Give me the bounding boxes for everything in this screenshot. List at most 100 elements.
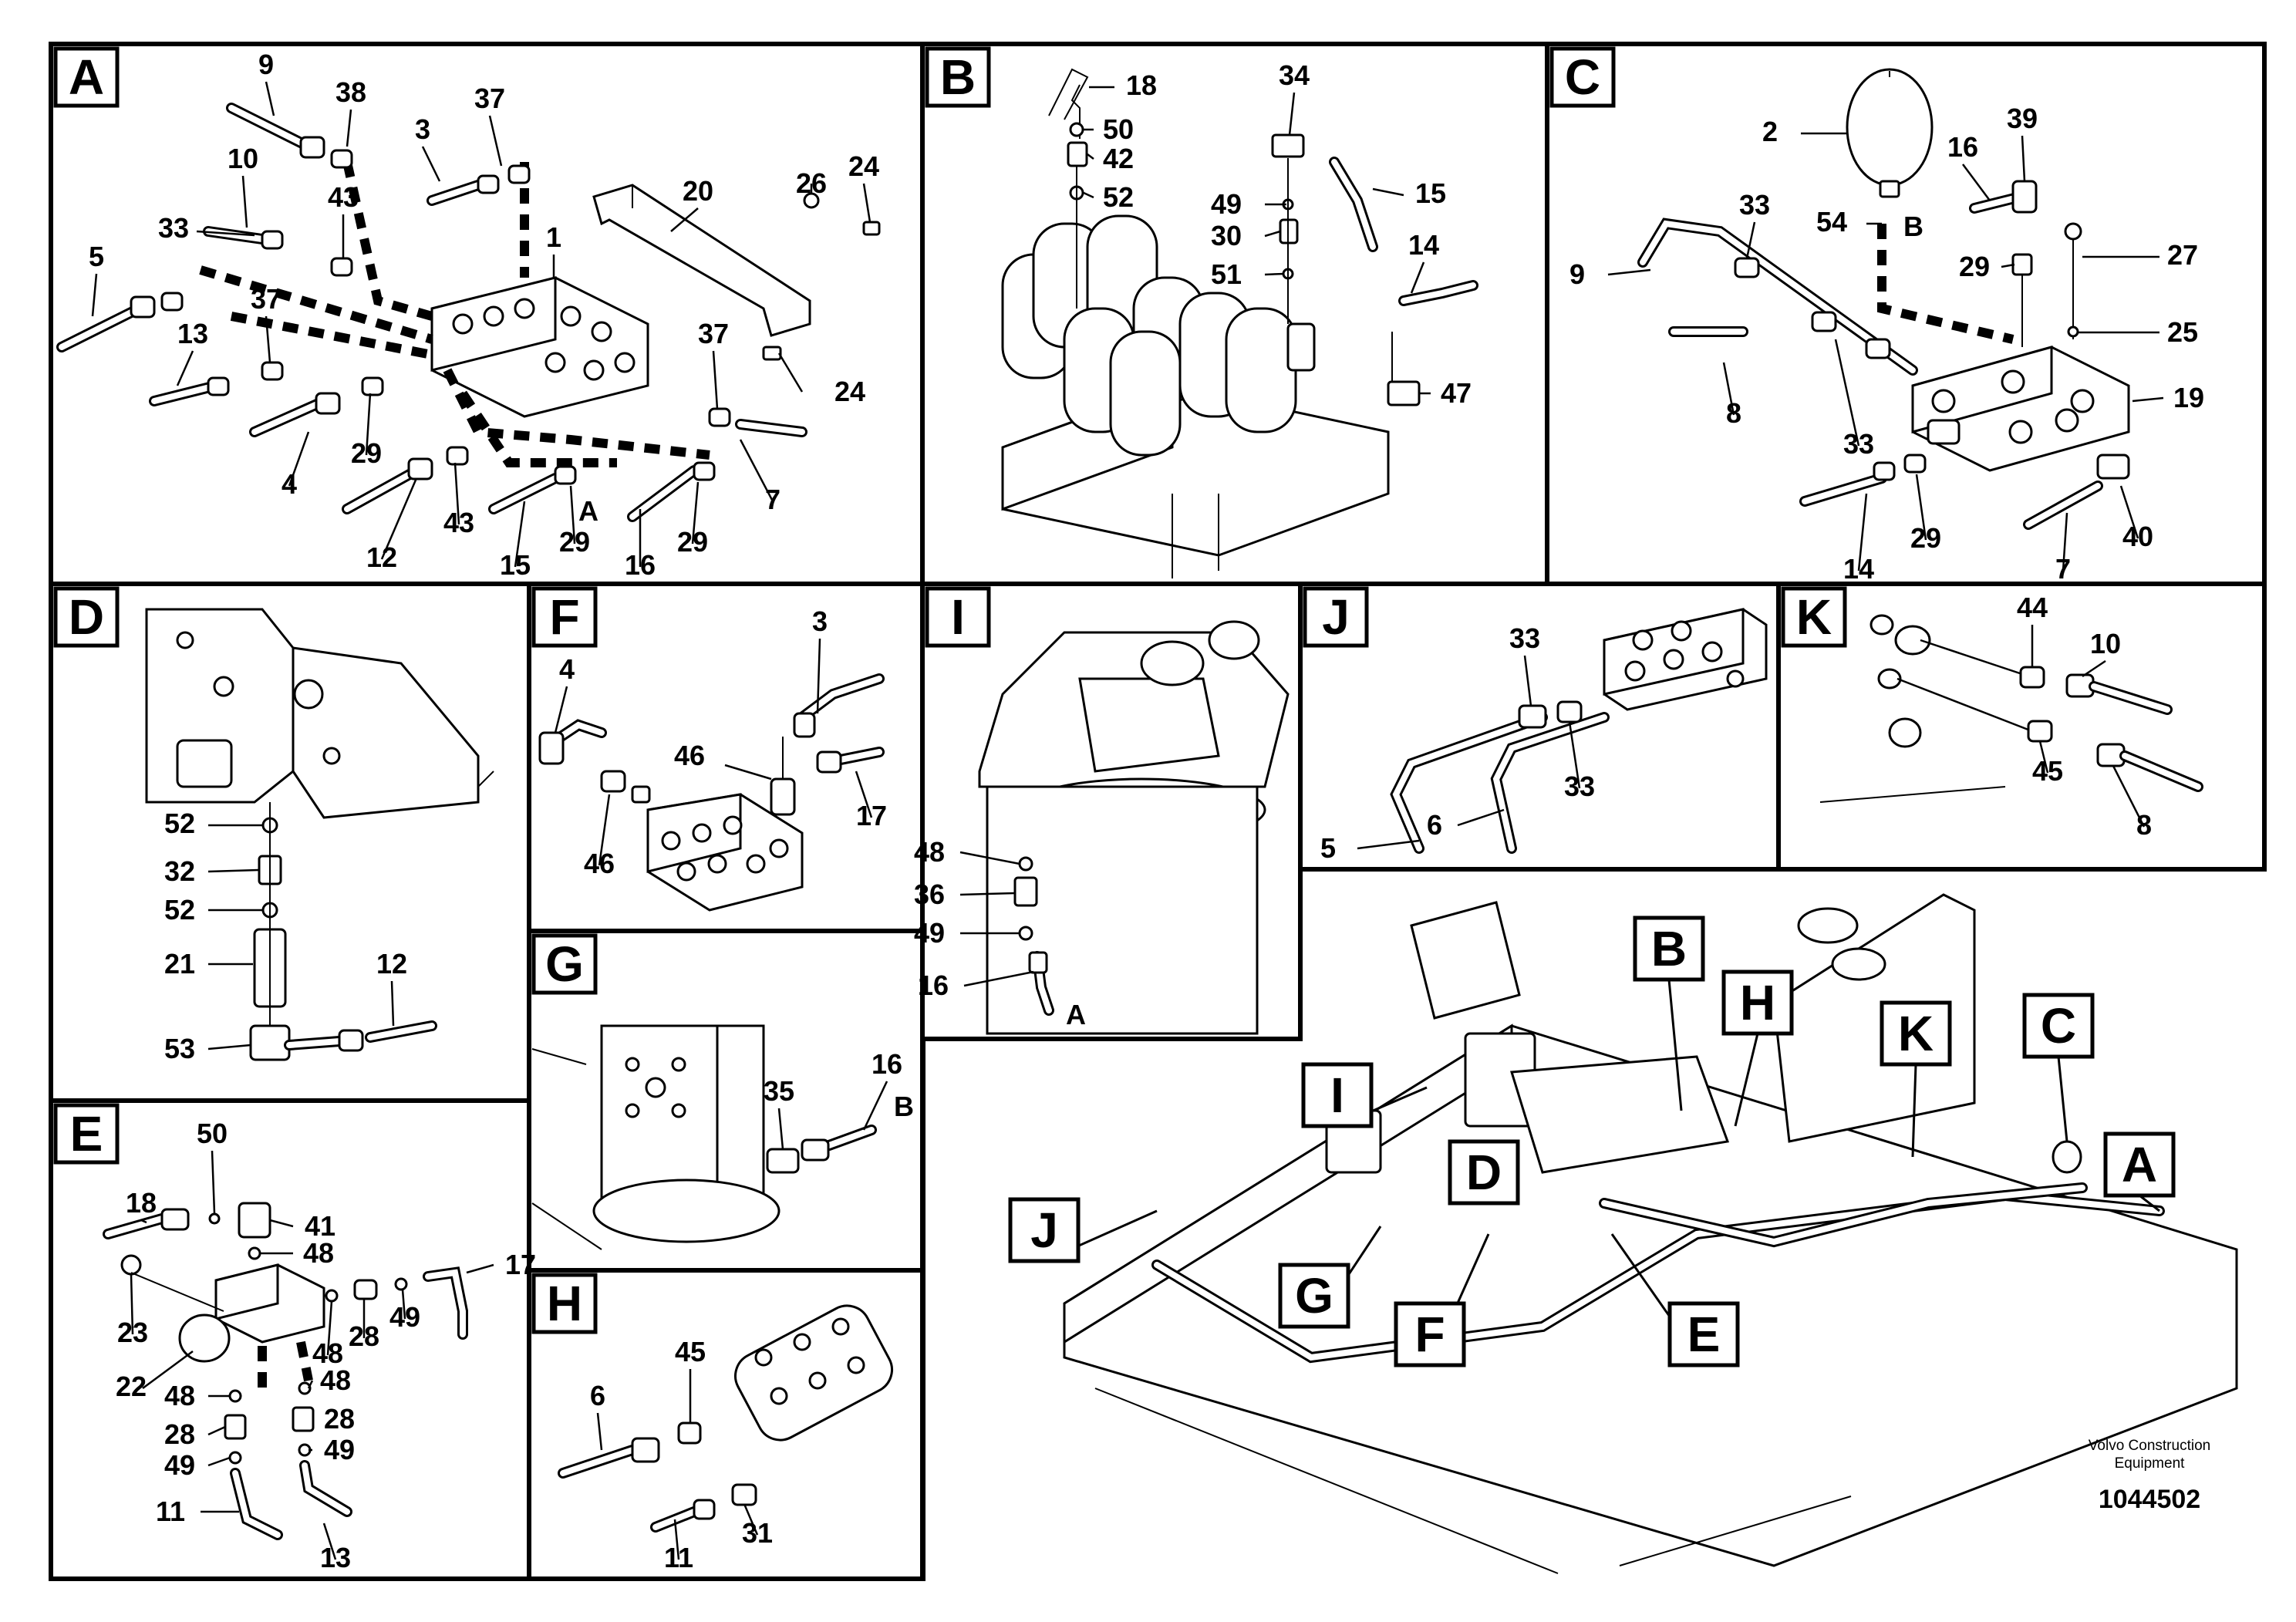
- part-number-c: 54: [1816, 206, 1847, 238]
- overview-tag-b: B: [1651, 921, 1687, 976]
- part-number-e: 22: [116, 1371, 147, 1402]
- overview-tag-f: F: [1414, 1307, 1445, 1362]
- overview-drawing: [1063, 893, 2238, 1574]
- leader-line: [724, 764, 772, 781]
- part-number-e: 28: [349, 1320, 379, 1352]
- part-number-c: 9: [1569, 258, 1585, 290]
- leader-line: [241, 175, 248, 228]
- part-number-g: 16: [872, 1048, 902, 1080]
- overview-tag-e: E: [1687, 1307, 1721, 1362]
- panel-f-drawing: [538, 673, 885, 912]
- panel-tag-d: D: [53, 586, 120, 648]
- overview-tag-box: [1448, 1139, 1520, 1206]
- leader-line: [1087, 153, 1094, 160]
- panel-tags: A B C D E F G H I J K: [53, 46, 1847, 1334]
- part-number-e: 23: [117, 1317, 148, 1348]
- leader-line: [322, 1523, 337, 1560]
- part-number-j: 33: [1564, 771, 1595, 802]
- part-number-d: 21: [164, 948, 195, 980]
- overview-tag-box: [1721, 969, 1794, 1036]
- part-number-b: 42: [1103, 143, 1134, 174]
- leader-line: [1264, 230, 1281, 238]
- svg-text:H: H: [547, 1276, 582, 1331]
- part-number-a: 9: [258, 49, 274, 80]
- part-number-k: 8: [2136, 809, 2152, 841]
- part-number-e: 49: [389, 1301, 420, 1333]
- part-number-c: 29: [1910, 522, 1941, 554]
- part-number-a: 3: [415, 113, 430, 145]
- part-number-d: 52: [164, 808, 195, 839]
- part-number-a: 13: [177, 318, 208, 349]
- leader-line: [380, 477, 418, 560]
- panel-b-drawing: [1001, 68, 1478, 578]
- part-number-b: 15: [1415, 177, 1446, 209]
- part-number-a: 38: [335, 76, 366, 108]
- panel-tag-b: B: [925, 46, 991, 108]
- leader-line: [288, 431, 310, 487]
- leader-line: [1410, 261, 1425, 294]
- leader-line: [142, 1350, 194, 1390]
- part-number-e: 13: [320, 1542, 351, 1573]
- svg-text:K: K: [1796, 589, 1832, 645]
- part-number-a: 43: [443, 507, 474, 538]
- part-number-e: 49: [164, 1449, 195, 1481]
- leader-line: [598, 794, 611, 866]
- part-number-e: 49: [324, 1434, 355, 1465]
- part-number-e: 18: [126, 1187, 157, 1219]
- part-number-a: 4: [282, 468, 297, 500]
- overview-tag-k: K: [1898, 1006, 1934, 1061]
- leader-line: [1722, 362, 1735, 416]
- part-number-c: 40: [2122, 521, 2153, 552]
- part-number-e: 41: [305, 1210, 335, 1242]
- part-number-e: 48: [320, 1364, 351, 1396]
- leader-line: [777, 1108, 784, 1150]
- part-number-a: 5: [89, 241, 104, 272]
- leader-line: [862, 1081, 888, 1131]
- leader-line: [959, 892, 1016, 896]
- part-number-b: 47: [1441, 377, 1472, 409]
- leader-line: [207, 1425, 226, 1436]
- leader-line: [1357, 839, 1420, 850]
- part-number-b: 49: [1211, 188, 1242, 220]
- leader-line: [176, 350, 194, 386]
- leader-line: [265, 315, 271, 363]
- part-number-b: 51: [1211, 258, 1242, 290]
- part-number-b: 50: [1103, 113, 1134, 145]
- part-number-a: A: [578, 495, 598, 527]
- panel-d-drawing: [145, 608, 494, 1061]
- part-number-c: 7: [2055, 553, 2071, 585]
- part-number-a: 37: [698, 318, 729, 349]
- part-number-e: 11: [156, 1496, 185, 1527]
- overview-tag-box: [1394, 1301, 1466, 1367]
- panel-tag-f: F: [531, 586, 598, 648]
- panel-frames: [49, 42, 2267, 1581]
- leader-line: [2038, 740, 2049, 774]
- part-number-c: 2: [1762, 116, 1778, 147]
- panel-tag-a: A: [53, 46, 120, 108]
- leader-line: [1288, 92, 1296, 136]
- part-number-g: 35: [764, 1075, 794, 1107]
- leader-line: [855, 771, 873, 818]
- overview-pointer: [1667, 979, 1683, 1111]
- leader-line: [739, 439, 774, 502]
- overview-tag-c: C: [2041, 998, 2076, 1054]
- overview-tag-a: A: [2122, 1137, 2157, 1192]
- overview-tag-box: [1278, 1263, 1350, 1329]
- leader-line: [963, 970, 1034, 987]
- leader-line: [140, 1219, 147, 1224]
- overview-tag-box: [2022, 993, 2095, 1059]
- leader-line: [2082, 659, 2106, 678]
- part-number-c: 25: [2167, 316, 2198, 348]
- svg-text:E: E: [70, 1106, 103, 1162]
- part-number-a: 29: [351, 437, 382, 469]
- panel-g-drawing: [531, 1024, 877, 1250]
- leader-line: [2112, 765, 2146, 828]
- part-number-a: 24: [848, 150, 879, 182]
- overview-tag-box: [1667, 1301, 1740, 1367]
- svg-text:F: F: [549, 589, 579, 645]
- part-number-c: 33: [1843, 428, 1874, 460]
- part-number-i: 49: [914, 917, 945, 949]
- leader-line: [1961, 164, 1991, 201]
